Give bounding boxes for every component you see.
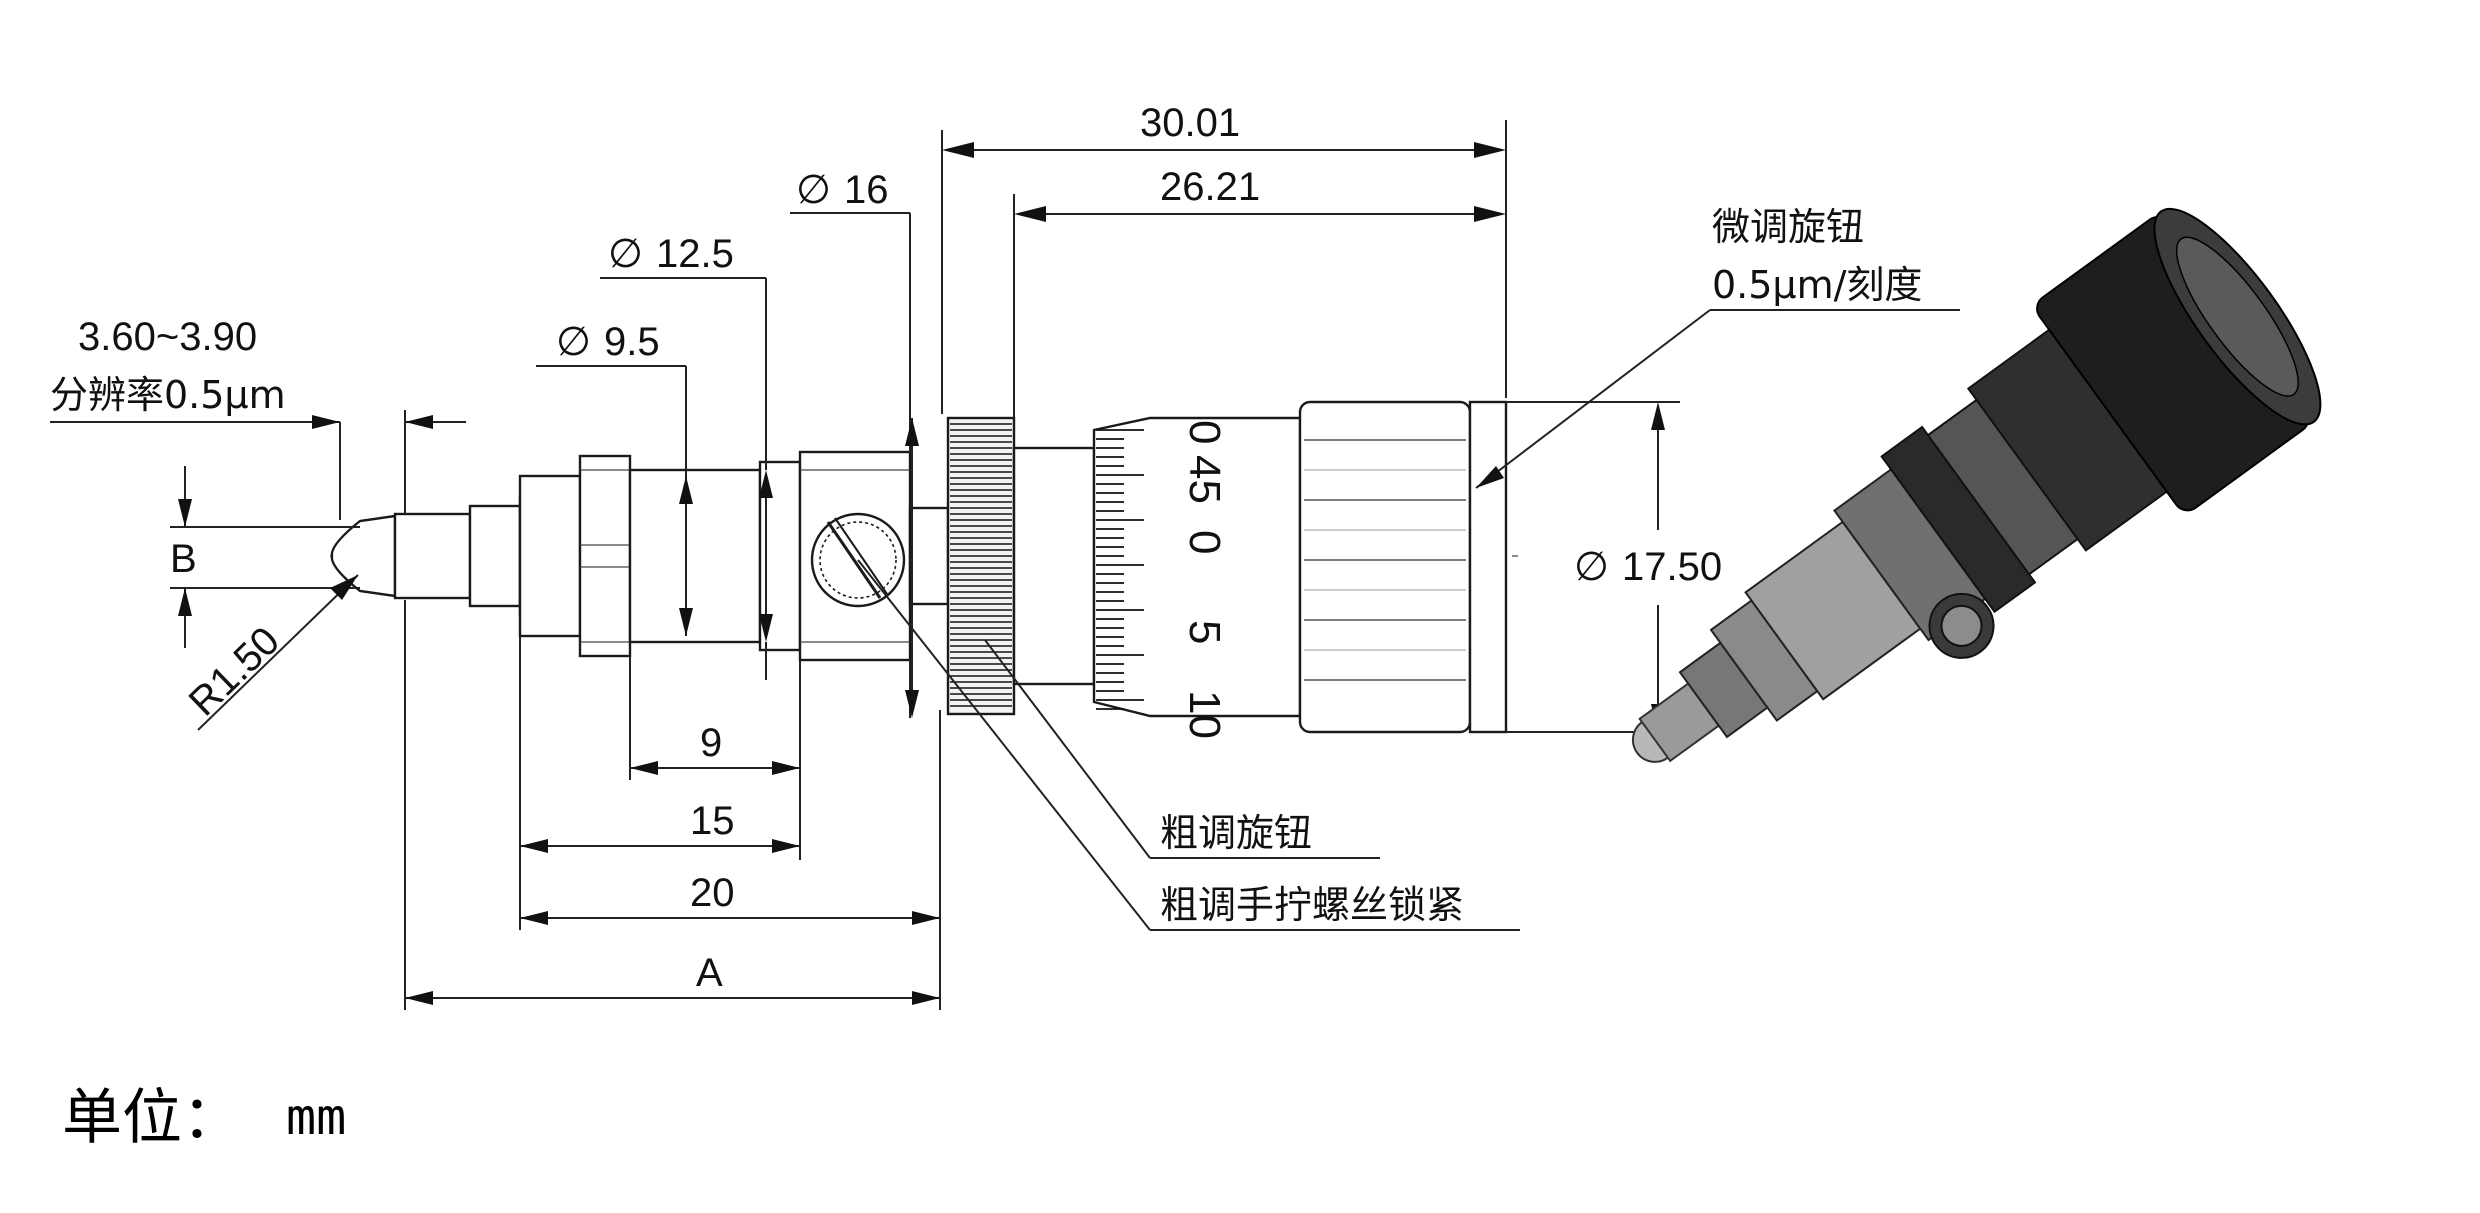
thimble-label: 45 bbox=[1180, 455, 1229, 504]
dim-dia17-50: 17.50 bbox=[1622, 545, 1722, 589]
stepped-shaft bbox=[468, 504, 522, 608]
thimble-scale-ticks bbox=[1096, 429, 1144, 710]
thimble-label: 0 bbox=[1180, 420, 1229, 444]
dimension-lines bbox=[50, 120, 1960, 1010]
callouts: 微调旋钮 0.5μm/刻度 粗调旋钮 粗调手拧螺丝锁紧 bbox=[1160, 205, 1922, 927]
dim-len-20: 20 bbox=[690, 871, 735, 915]
dim-dia12-symbol: ∅ bbox=[608, 232, 643, 276]
unit-value: mm bbox=[286, 1088, 346, 1146]
fine-knob bbox=[1298, 400, 1472, 734]
dim-overall-length: 30.01 bbox=[1140, 101, 1240, 145]
threaded-body bbox=[518, 474, 582, 638]
end-cap bbox=[1468, 400, 1508, 734]
thimble-label: 0 bbox=[1180, 530, 1229, 554]
dim-len-9: 9 bbox=[700, 721, 722, 765]
callout-fine-knob-scale: 0.5μm/刻度 bbox=[1712, 263, 1922, 307]
dim-radius: R1.50 bbox=[181, 619, 288, 725]
product-3d-render bbox=[1631, 207, 2322, 763]
dim-dia16-symbol: ∅ bbox=[796, 168, 831, 212]
dim-a-label: A bbox=[696, 951, 723, 995]
coarse-knob-knurling bbox=[950, 423, 1012, 707]
ball-tip bbox=[330, 514, 397, 598]
dim-dia9-symbol: ∅ bbox=[556, 320, 591, 364]
tip-shaft bbox=[393, 512, 472, 600]
callout-coarse-knob: 粗调旋钮 bbox=[1160, 811, 1312, 855]
callout-fine-knob: 微调旋钮 bbox=[1712, 205, 1864, 249]
sleeve bbox=[1012, 446, 1096, 686]
dim-body-length: 26.21 bbox=[1160, 165, 1260, 209]
fine-knob-flutes bbox=[1304, 439, 1466, 681]
callout-coarse-lock: 粗调手拧螺丝锁紧 bbox=[1160, 883, 1464, 927]
barrel bbox=[628, 468, 762, 644]
dim-dia12-5: 12.5 bbox=[656, 232, 734, 276]
thimble-scale-labels: 0 45 0 5 10 bbox=[1180, 420, 1229, 739]
dim-travel-range: 3.60~3.90 bbox=[78, 315, 257, 359]
part-side-view bbox=[330, 400, 1520, 734]
dim-b-label: B bbox=[170, 537, 197, 581]
thimble-label: 10 bbox=[1180, 690, 1229, 739]
dim-resolution: 分辨率0.5μm bbox=[50, 373, 286, 417]
thimble-label: 5 bbox=[1180, 620, 1229, 644]
unit-label: 单位： bbox=[62, 1083, 242, 1153]
dim-dia9-5: 9.5 bbox=[604, 320, 660, 364]
dim-len-15: 15 bbox=[690, 799, 735, 843]
hex-nut bbox=[578, 454, 632, 658]
dim-dia16: 16 bbox=[844, 168, 889, 212]
dim-dia17-symbol: ∅ bbox=[1574, 545, 1609, 589]
